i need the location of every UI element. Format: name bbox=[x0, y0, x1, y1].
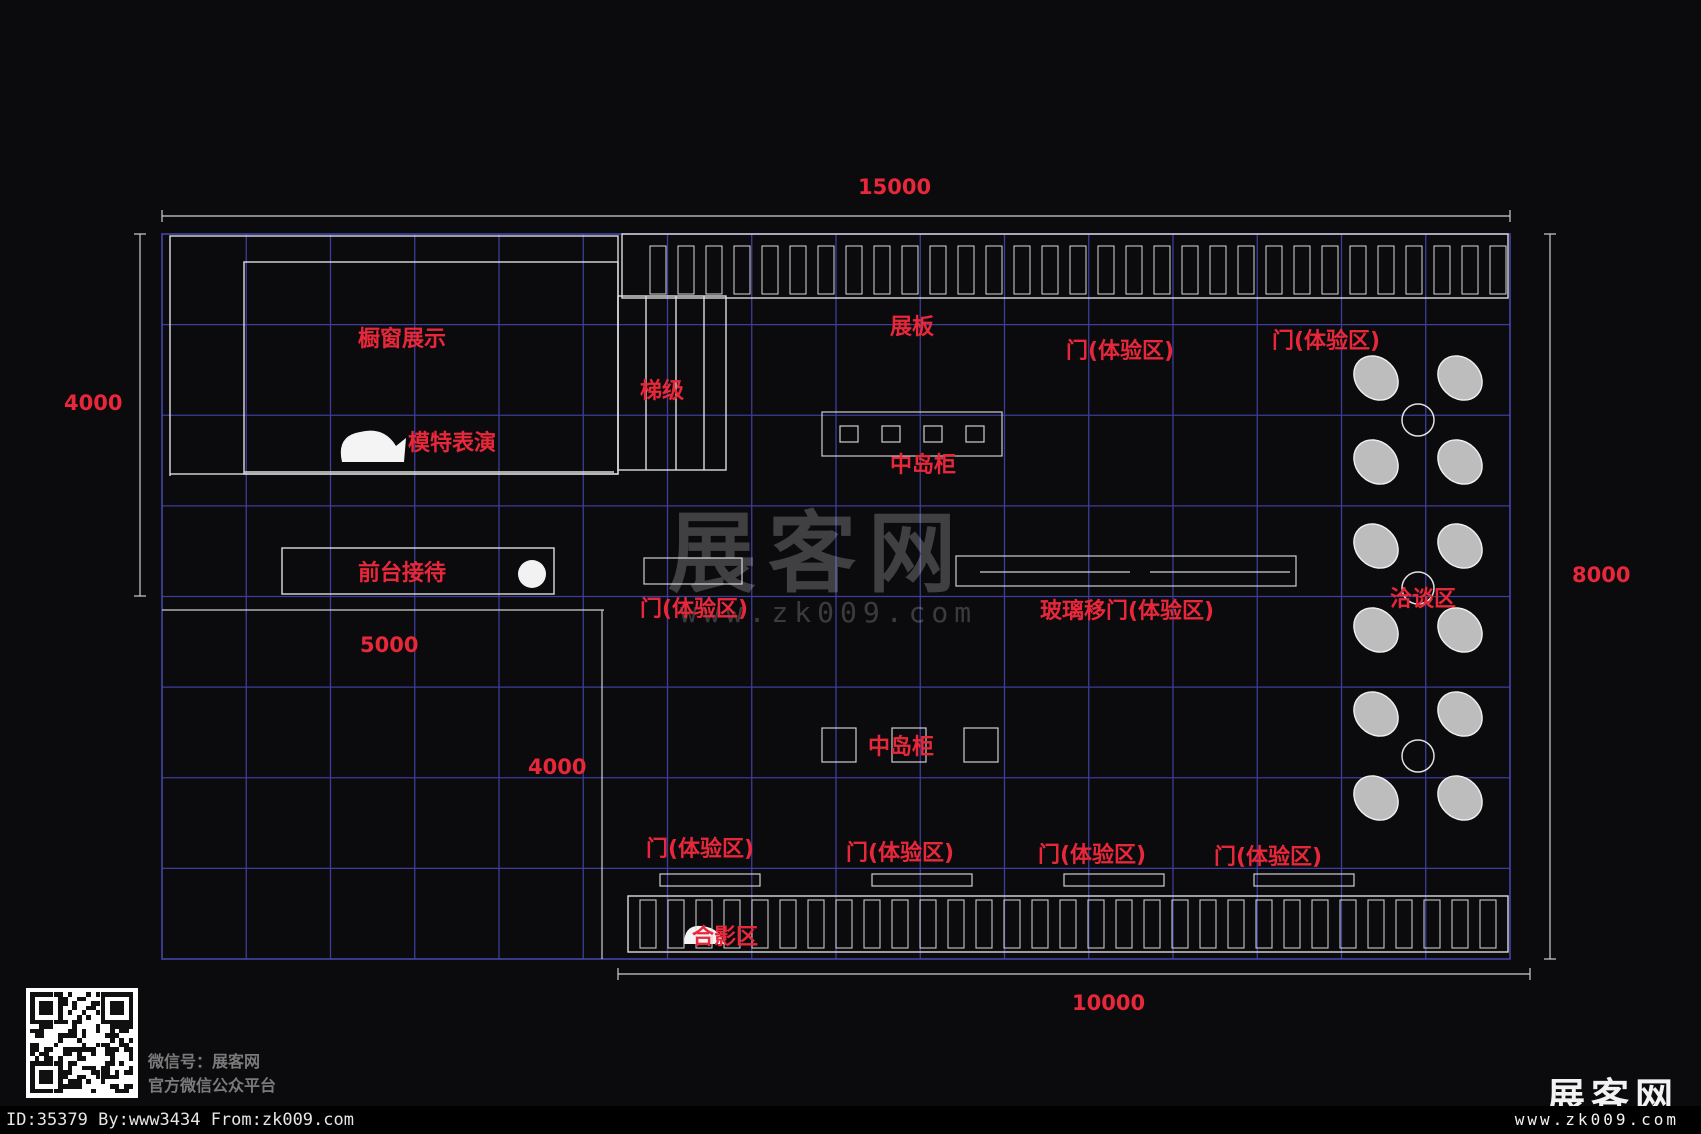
glass-door-frame bbox=[955, 555, 1297, 587]
brand-url: www.zk009.com bbox=[1514, 1110, 1679, 1129]
dim-mid-width: 5000 bbox=[360, 633, 418, 657]
island-cabinet-bottom-3 bbox=[963, 727, 999, 763]
label-stairs: 梯级 bbox=[640, 378, 684, 404]
label-door-top-2: 门(体验区) bbox=[1272, 328, 1380, 354]
label-negotiation: 洽谈区 bbox=[1390, 586, 1456, 612]
island-cabinet-bottom-1 bbox=[821, 727, 857, 763]
top-shelf-wall bbox=[621, 233, 1509, 299]
label-door-top-1: 门(体验区) bbox=[1066, 338, 1174, 364]
label-door-bottom-2: 门(体验区) bbox=[846, 840, 954, 866]
model-figure-icon bbox=[340, 430, 406, 462]
watermark-logo: 展客网 bbox=[668, 502, 968, 605]
footer-bar bbox=[0, 1106, 1701, 1134]
footer-meta: ID:35379 By:www3434 From:zk009.com bbox=[6, 1110, 354, 1130]
island-cabinet-top bbox=[821, 411, 1003, 457]
stairs-outline bbox=[617, 295, 727, 471]
label-door-bottom-1: 门(体验区) bbox=[646, 836, 754, 862]
label-window-display: 橱窗展示 bbox=[358, 326, 446, 352]
label-reception: 前台接待 bbox=[358, 560, 446, 586]
dim-top-width: 15000 bbox=[858, 175, 931, 199]
dim-mid-height: 4000 bbox=[528, 755, 586, 779]
bottom-shelf-wall bbox=[627, 895, 1509, 953]
negotiation-chairs bbox=[1353, 355, 1483, 821]
reception-lamp bbox=[518, 560, 546, 588]
label-door-mid: 门(体验区) bbox=[640, 596, 748, 622]
label-display-board: 展板 bbox=[890, 315, 935, 340]
structure-outlines bbox=[169, 233, 1509, 953]
island-cabinet-bottom-2 bbox=[891, 727, 927, 763]
wechat-desc: 官方微信公众平台 bbox=[148, 1076, 277, 1095]
dimension-lines bbox=[134, 210, 1556, 980]
label-photo-area: 合影区 bbox=[692, 924, 758, 950]
wechat-id: 微信号：展客网 bbox=[148, 1052, 261, 1071]
watermark-url: www.zk009.com bbox=[680, 596, 977, 629]
reception-desk bbox=[281, 547, 555, 595]
photo-figure-icon bbox=[684, 925, 724, 944]
window-display-outline bbox=[169, 235, 619, 475]
label-model-show: 模特表演 bbox=[408, 430, 496, 456]
label-island-cabinet-2: 中岛柜 bbox=[868, 734, 934, 760]
dim-right-height: 8000 bbox=[1572, 563, 1630, 587]
dim-left-height: 4000 bbox=[64, 391, 122, 415]
door-mid-frame bbox=[643, 557, 743, 585]
qr-code bbox=[26, 988, 138, 1098]
dim-bottom-width: 10000 bbox=[1072, 991, 1145, 1015]
shelving-units bbox=[639, 245, 1507, 949]
layout-grid bbox=[162, 234, 1510, 959]
label-island-cabinet-1: 中岛柜 bbox=[890, 452, 956, 478]
label-door-bottom-4: 门(体验区) bbox=[1214, 844, 1322, 870]
label-glass-door: 玻璃移门(体验区) bbox=[1040, 598, 1214, 624]
label-door-bottom-3: 门(体验区) bbox=[1038, 842, 1146, 868]
